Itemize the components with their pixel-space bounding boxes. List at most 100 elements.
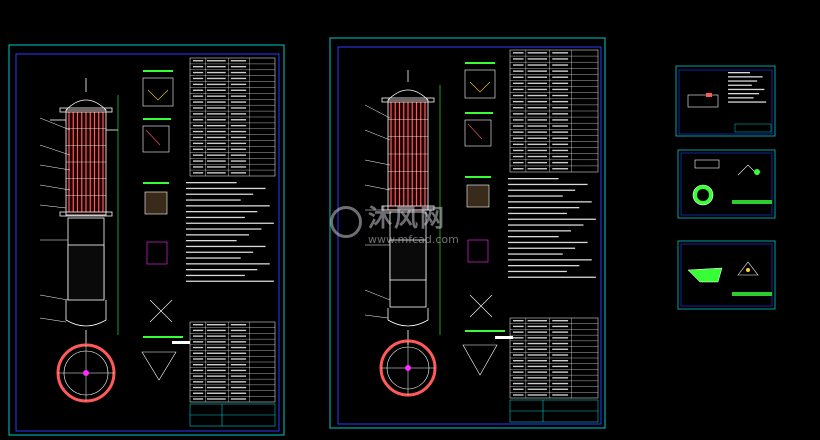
table-cell-text: [552, 325, 569, 328]
drawing-sheet-2: [329, 37, 606, 429]
note-text-line: [186, 240, 237, 242]
table-cell-text: [552, 377, 569, 379]
note-text-line: [728, 84, 752, 86]
note-text-line: [508, 212, 567, 215]
table-cell-text: [193, 375, 204, 377]
table-cell-text: [527, 52, 547, 54]
table-cell-text: [527, 76, 547, 78]
table-cell-text: [193, 329, 204, 332]
table-cell-text: [552, 331, 569, 333]
table-cell-text: [207, 329, 226, 332]
table-cell-text: [207, 83, 226, 86]
note-text-line: [186, 199, 241, 201]
note-text-line: [186, 251, 254, 253]
table-cell-text: [207, 107, 226, 109]
table-cell-text: [230, 172, 247, 174]
table-cell-text: [230, 65, 247, 68]
table-cell-text: [552, 348, 569, 350]
table-cell-text: [552, 371, 569, 373]
table-cell-text: [207, 113, 226, 115]
table-cell-text: [552, 100, 569, 103]
table-cell-text: [230, 101, 247, 103]
note-text-line: [728, 76, 763, 78]
table-cell-text: [527, 331, 547, 333]
table-cell-text: [193, 113, 204, 115]
note-text-line: [186, 193, 254, 195]
table-cell-text: [513, 149, 524, 152]
table-cell-text: [527, 94, 547, 97]
plan-view: [379, 339, 437, 397]
title-block: [189, 403, 276, 427]
table-cell-text: [193, 83, 204, 86]
table-cell-text: [193, 77, 204, 80]
table-cell-text: [552, 70, 569, 72]
table-cell-text: [193, 154, 204, 156]
notes-text: [508, 178, 596, 278]
table-cell-text: [193, 398, 204, 400]
table-cell-text: [513, 377, 524, 379]
table-cell-text: [193, 352, 204, 354]
table-cell-text: [527, 119, 547, 121]
table-cell-text: [527, 388, 547, 390]
table-cell-text: [207, 71, 226, 74]
table-cell-text: [552, 388, 569, 390]
note-text-line: [186, 222, 274, 224]
table-cell-text: [207, 130, 226, 133]
note-text-line: [508, 189, 576, 191]
table-cell-text: [193, 71, 204, 74]
table-cell-text: [513, 320, 524, 322]
leader-lines: [364, 104, 391, 319]
table-cell-text: [527, 382, 547, 385]
table-cell-text: [513, 331, 524, 333]
table-cell-text: [230, 130, 247, 133]
table-cell-text: [230, 386, 247, 389]
table-cell-text: [230, 119, 247, 121]
table-cell-text: [230, 160, 247, 162]
detail-sheet-1: [675, 65, 776, 137]
table-cell-text: [552, 365, 569, 368]
table-cell-text: [552, 131, 569, 133]
table-cell-text: [552, 58, 569, 60]
table-cell-text: [513, 52, 524, 54]
table-cell-text: [230, 113, 247, 115]
table-cell-text: [230, 329, 247, 332]
table-cell-text: [513, 365, 524, 368]
table-cell-text: [207, 172, 226, 174]
note-text-line: [186, 263, 270, 265]
table-cell-text: [207, 341, 226, 343]
note-text-line: [508, 178, 559, 180]
note-text-line: [508, 276, 596, 278]
note-text-line: [508, 224, 584, 226]
table-cell-text: [513, 394, 524, 396]
table-cell-text: [552, 76, 569, 78]
note-text-line: [728, 101, 767, 103]
table-cell-text: [207, 136, 226, 139]
note-text-line: [186, 257, 241, 259]
table-cell-text: [193, 386, 204, 389]
table-cell-text: [513, 354, 524, 356]
table-cell-text: [193, 335, 204, 337]
table-cell-text: [230, 364, 247, 366]
note-text-line: [186, 187, 266, 190]
table-cell-text: [513, 88, 524, 91]
table-cell-text: [552, 107, 569, 109]
table-cell-text: [527, 365, 547, 368]
detail-views: [462, 69, 498, 376]
table-cell-text: [513, 360, 524, 362]
note-text-line: [508, 241, 588, 244]
table-cell-text: [230, 358, 247, 360]
table-cell-text: [230, 124, 247, 127]
table-cell-text: [527, 337, 547, 339]
table-cell-text: [207, 346, 226, 349]
table-cell-text: [193, 60, 204, 62]
table-cell-text: [230, 83, 247, 86]
table-cell-text: [552, 52, 569, 54]
table-cell-text: [527, 320, 547, 322]
table-cell-text: [230, 375, 247, 377]
table-cell-text: [230, 392, 247, 394]
table-cell-text: [193, 160, 204, 162]
table-cell-text: [193, 124, 204, 127]
table-cell-text: [527, 371, 547, 373]
note-text-line: [186, 245, 266, 248]
table-cell-text: [552, 320, 569, 322]
